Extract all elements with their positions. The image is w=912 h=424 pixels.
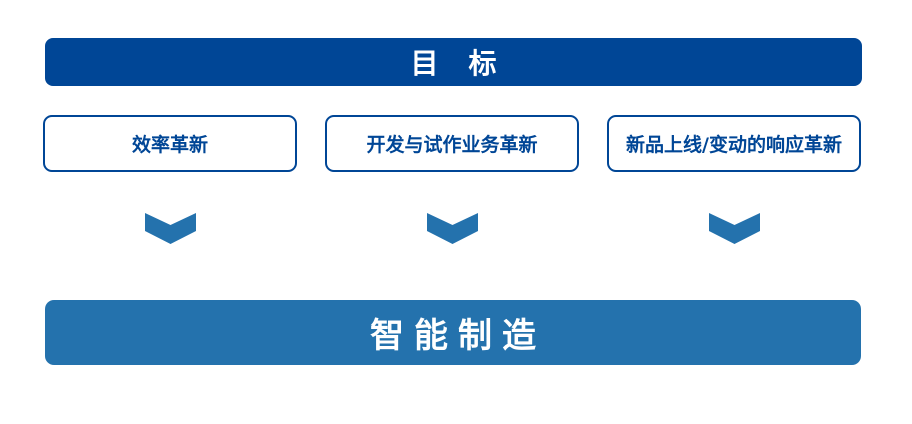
result-banner: 智能制造 (45, 300, 861, 365)
chevron-down-icon (427, 213, 478, 244)
innovation-label: 开发与试作业务革新 (366, 134, 538, 156)
innovation-box-development: 开发与试作业务革新 (325, 115, 579, 172)
chevron-down-icon (709, 213, 760, 244)
innovation-box-new-product: 新品上线/变动的响应革新 (607, 115, 861, 172)
innovation-box-efficiency: 效率革新 (43, 115, 297, 172)
result-label: 智能制造 (370, 316, 546, 356)
goal-label: 目标 (410, 47, 527, 80)
innovation-label: 效率革新 (131, 134, 208, 156)
innovation-label: 新品上线/变动的响应革新 (626, 134, 842, 156)
goal-banner: 目标 (45, 38, 862, 86)
chevron-down-icon (145, 213, 196, 244)
